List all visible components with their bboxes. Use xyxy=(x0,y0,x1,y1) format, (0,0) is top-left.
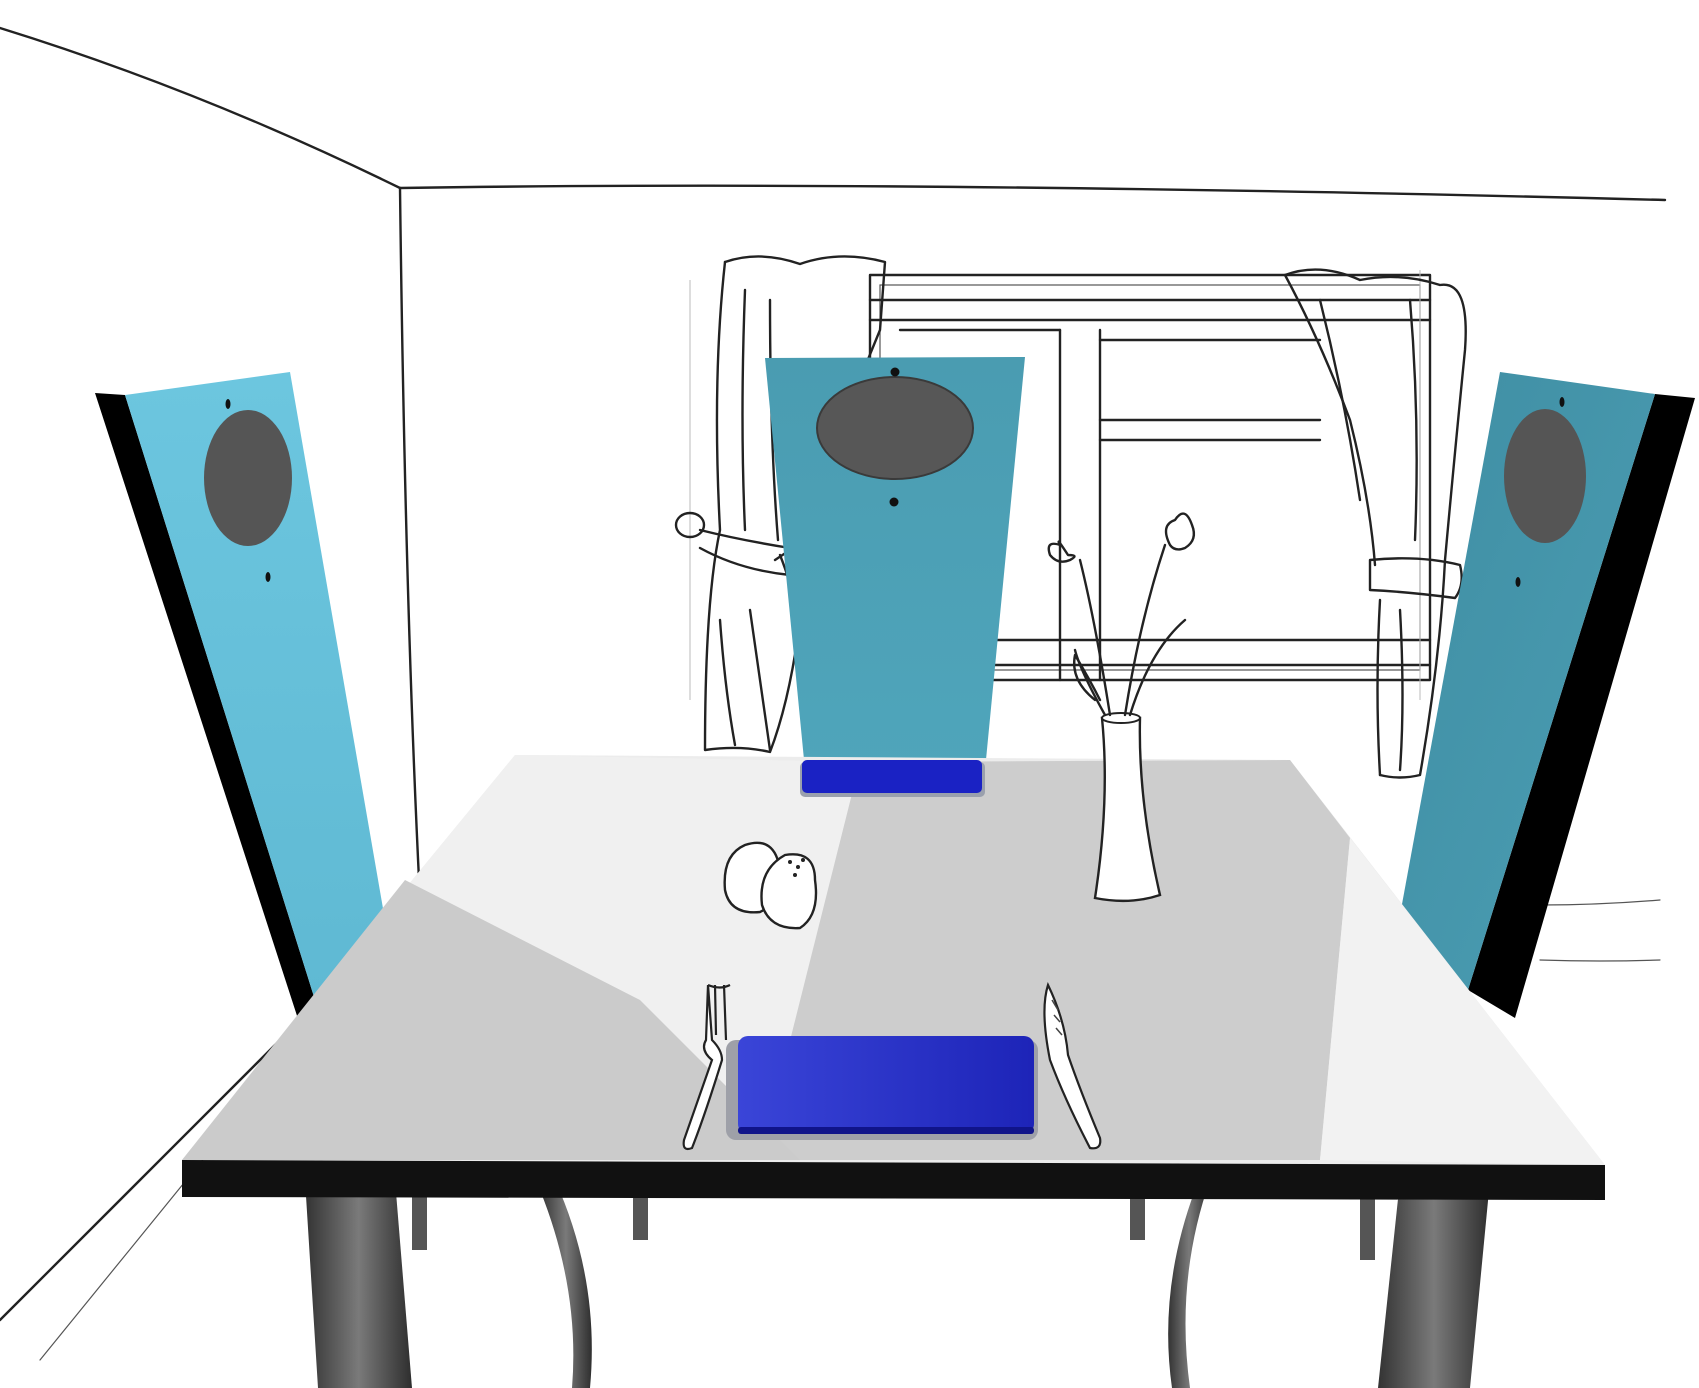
speaker-circle xyxy=(817,377,973,479)
center-display-panel xyxy=(765,357,1025,770)
speaker-circle xyxy=(204,410,292,546)
left-display-panel xyxy=(95,372,385,1025)
table-legs xyxy=(305,1180,1490,1388)
right-curtain xyxy=(1285,270,1466,778)
right-display-panel xyxy=(1400,372,1695,1018)
far-placemat xyxy=(800,760,985,797)
near-placemat xyxy=(726,1036,1038,1140)
speaker-circle xyxy=(1504,409,1586,543)
